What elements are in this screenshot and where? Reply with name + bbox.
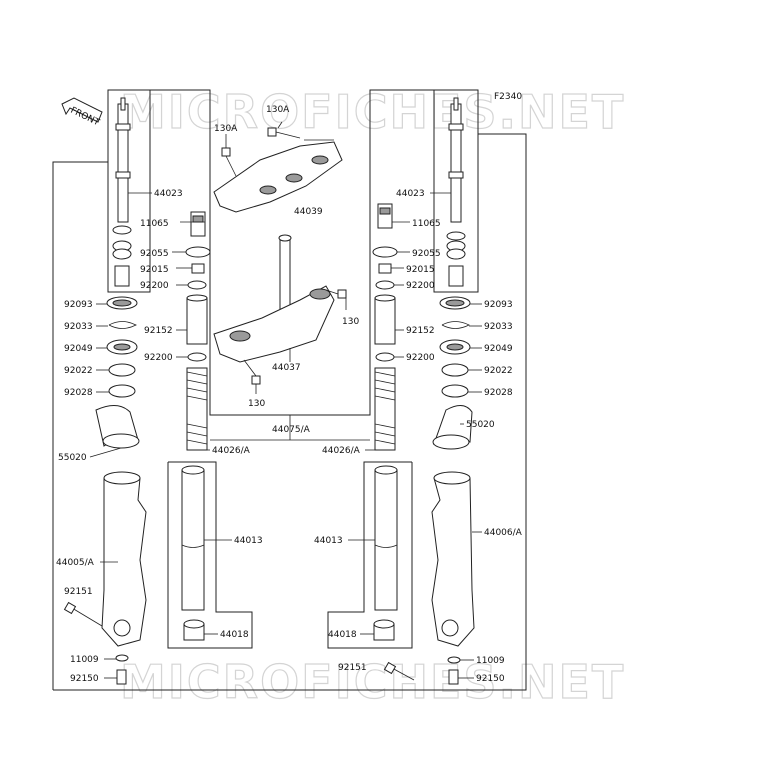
label-92049-left: 92049 <box>64 344 93 354</box>
label-11009-left: 11009 <box>70 655 99 665</box>
label-92093-right: 92093 <box>484 300 513 310</box>
label-92022-left: 92022 <box>64 366 93 376</box>
label-11009-right: 11009 <box>476 656 505 666</box>
label-92049-right: 92049 <box>484 344 513 354</box>
label-92055-right: 92055 <box>412 249 441 259</box>
label-92022-right: 92022 <box>484 366 513 376</box>
label-92200-right-b: 92200 <box>406 353 435 363</box>
label-44026-left: 44026/A <box>212 446 251 456</box>
label-130a-top: 130A <box>266 105 290 115</box>
part-labels: 44023 11065 92055 92015 92200 92093 9203… <box>56 105 523 684</box>
left-fork-parts <box>63 97 211 685</box>
label-44005-left: 44005/A <box>56 558 95 568</box>
label-92028-right: 92028 <box>484 388 513 398</box>
label-92093-left: 92093 <box>64 300 93 310</box>
label-44006-right: 44006/A <box>484 528 523 538</box>
label-44018-left: 44018 <box>220 630 249 640</box>
label-92055-left: 92055 <box>140 249 169 259</box>
label-92150-right: 92150 <box>476 674 505 684</box>
front-arrow-icon: FRONT <box>61 97 103 128</box>
right-top-box <box>433 90 479 293</box>
label-130-right: 130 <box>342 317 359 327</box>
label-130a-left: 130A <box>214 124 238 134</box>
left-tube-box <box>167 461 253 649</box>
label-92152-left: 92152 <box>144 326 173 336</box>
label-92033-left: 92033 <box>64 322 93 332</box>
label-44013-right: 44013 <box>314 536 343 546</box>
label-92200-left-b: 92200 <box>144 353 173 363</box>
label-92200-left-a: 92200 <box>140 281 169 291</box>
label-92033-right: 92033 <box>484 322 513 332</box>
center-steering-parts <box>213 127 347 385</box>
label-55020-right: 55020 <box>466 420 495 430</box>
right-fork-parts <box>372 97 475 685</box>
label-44018-right: 44018 <box>328 630 357 640</box>
label-92151-left: 92151 <box>64 587 93 597</box>
label-11065-right: 11065 <box>412 219 441 229</box>
label-11065-left: 11065 <box>140 219 169 229</box>
label-55020-left: 55020 <box>58 453 87 463</box>
label-44013-left: 44013 <box>234 536 263 546</box>
label-92151-right: 92151 <box>338 663 367 673</box>
label-92015-left: 92015 <box>140 265 169 275</box>
label-44075: 44075/A <box>272 425 311 435</box>
leader-lines <box>89 121 482 679</box>
label-44039: 44039 <box>294 207 323 217</box>
label-130-bottom: 130 <box>248 399 265 409</box>
label-44037: 44037 <box>272 363 301 373</box>
label-92028-left: 92028 <box>64 388 93 398</box>
label-44023-left: 44023 <box>154 189 183 199</box>
label-92015-right: 92015 <box>406 265 435 275</box>
label-92200-right-a: 92200 <box>406 281 435 291</box>
watermark-bottom: MICROFICHES.NET <box>120 655 625 709</box>
label-44023-right: 44023 <box>396 189 425 199</box>
right-tube-box <box>327 461 413 649</box>
label-92150-left: 92150 <box>70 674 99 684</box>
watermark-top: MICROFICHES.NET <box>120 85 625 139</box>
diagram-code: F2340 <box>494 92 522 102</box>
label-92152-right: 92152 <box>406 326 435 336</box>
left-top-box <box>107 90 151 293</box>
label-44026-right: 44026/A <box>322 446 361 456</box>
